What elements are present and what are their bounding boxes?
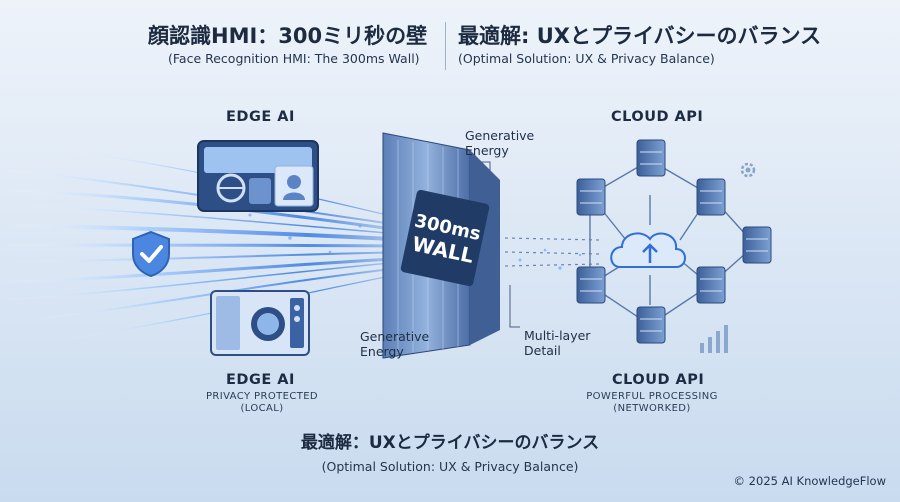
gear-icon bbox=[740, 162, 756, 178]
left-subtitle: (Face Recognition HMI: The 300ms Wall) bbox=[168, 51, 420, 66]
wall-block bbox=[382, 132, 500, 359]
particle-dots bbox=[248, 213, 582, 270]
annotation-generative-bottom: Generative Energy bbox=[360, 329, 429, 359]
flow-lines-right bbox=[504, 237, 601, 267]
annotation-multilayer: Multi-layer Detail bbox=[524, 328, 590, 358]
header-divider bbox=[445, 22, 446, 70]
wall-text: 300ms WALL bbox=[410, 211, 483, 268]
edge-ai-desc-line-2: (LOCAL) bbox=[240, 403, 284, 414]
copyright-text: © 2025 AI KnowledgeFlow bbox=[733, 474, 886, 488]
shield-check-icon bbox=[130, 230, 172, 278]
energy-streams bbox=[0, 149, 412, 341]
cloud-api-top-label: CLOUD API bbox=[611, 109, 704, 125]
cloud-api-desc-line-1: POWERFUL PROCESSING bbox=[586, 391, 718, 402]
edge-ai-bottom-label: EDGE AI bbox=[226, 372, 295, 388]
right-title: 最適解: UXとプライバシーのバランス bbox=[458, 24, 822, 48]
annotation-multilayer-2: Detail bbox=[524, 343, 561, 358]
footer-subtitle: (Optimal Solution: UX & Privacy Balance) bbox=[321, 459, 579, 474]
annotation-generative-top: Generative Energy bbox=[465, 128, 534, 158]
footer-title: 最適解：UXとプライバシーのバランス bbox=[300, 433, 600, 453]
edge-ai-desc-line-1: PRIVACY PROTECTED bbox=[205, 391, 319, 402]
right-subtitle: (Optimal Solution: UX & Privacy Balance) bbox=[458, 51, 715, 66]
appliance-icon bbox=[210, 290, 310, 356]
cloud-api-desc-line-2: (NETWORKED) bbox=[613, 403, 691, 414]
footer-subtitle-wrap: (Optimal Solution: UX & Privacy Balance) bbox=[0, 456, 900, 475]
annotation-generative-top-1: Generative bbox=[465, 128, 535, 143]
cloud-network bbox=[576, 139, 772, 353]
annotation-generative-bottom-2: Energy bbox=[360, 344, 404, 359]
annotation-generative-bottom-1: Generative bbox=[360, 329, 430, 344]
annotation-multilayer-1: Multi-layer bbox=[524, 328, 591, 343]
annotation-generative-top-2: Energy bbox=[465, 143, 509, 158]
edge-ai-description: PRIVACY PROTECTED (LOCAL) bbox=[196, 391, 328, 415]
left-title: 顔認識HMI：300ミリ秒の壁 bbox=[148, 24, 428, 48]
cloud-api-bottom-label: CLOUD API bbox=[612, 372, 705, 388]
bar-chart-icon bbox=[700, 325, 728, 353]
cloud-api-description: POWERFUL PROCESSING (NETWORKED) bbox=[582, 391, 722, 415]
cloud-upload-icon bbox=[610, 232, 686, 268]
footer-title-wrap: 最適解：UXとプライバシーのバランス bbox=[0, 428, 900, 453]
server-stack-icon bbox=[576, 139, 772, 344]
car-dashboard-icon bbox=[197, 140, 319, 212]
edge-ai-top-label: EDGE AI bbox=[226, 109, 295, 125]
